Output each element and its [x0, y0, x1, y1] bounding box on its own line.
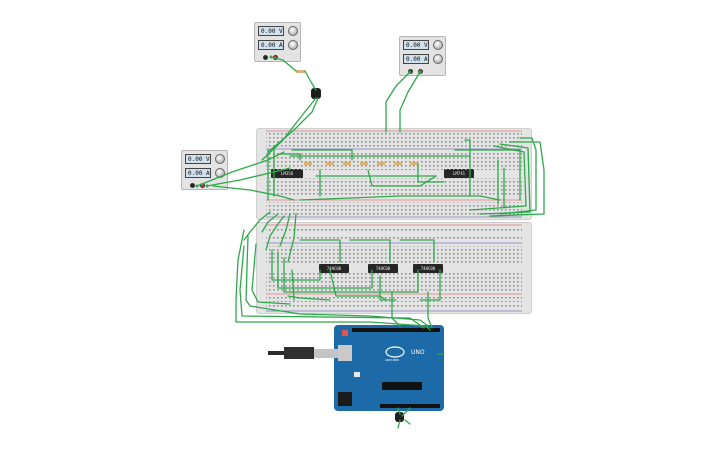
arduino-logo	[385, 346, 405, 358]
voltage-knob[interactable]	[215, 154, 225, 164]
wire-network[interactable]	[196, 56, 545, 429]
transistor-bottom[interactable]	[395, 412, 404, 422]
reset-button	[342, 330, 348, 336]
resistor-row[interactable]	[296, 70, 418, 165]
wire-endpoints	[195, 55, 422, 188]
usb-cable[interactable]	[268, 347, 338, 359]
negative-terminal[interactable]	[263, 55, 268, 60]
nand-chip-2[interactable]: 74HC00	[368, 264, 398, 273]
negative-terminal[interactable]	[190, 183, 195, 188]
usb-port	[338, 345, 352, 361]
current-display: 0.00 A	[258, 40, 284, 50]
voltage-display: 0.00 V	[403, 40, 429, 50]
crystal	[354, 372, 360, 377]
current-display: 0.00 A	[403, 54, 429, 64]
current-knob[interactable]	[288, 40, 298, 50]
arduino-details: UNO ARDUINO	[338, 328, 440, 408]
arduino-brand-text: ARDUINO	[385, 358, 400, 362]
arduino-uno-board[interactable]	[334, 325, 444, 411]
resistor-top[interactable]	[296, 70, 305, 73]
nand-chip-3[interactable]: 74HC00	[413, 264, 443, 273]
digital-header	[352, 328, 440, 332]
voltage-display: 0.00 V	[185, 154, 211, 164]
breadboard-rails	[266, 130, 522, 312]
analog-header	[380, 404, 440, 408]
current-display: 0.00 A	[185, 168, 211, 178]
breadboard-top-holes	[266, 133, 522, 215]
microcontroller	[382, 382, 422, 390]
power-supply-top-right[interactable]: 0.00 V 0.00 A	[399, 36, 446, 76]
arduino-model-text: UNO	[411, 349, 425, 356]
breadboard-bottom-holes	[266, 227, 522, 309]
voltage-knob[interactable]	[288, 26, 298, 36]
lm741-chip[interactable]: LM741	[444, 169, 474, 178]
current-knob[interactable]	[433, 54, 443, 64]
transistor-top[interactable]	[311, 88, 321, 99]
power-jack	[338, 392, 352, 406]
lm358-chip[interactable]: LM358	[271, 169, 303, 178]
voltage-display: 0.00 V	[258, 26, 284, 36]
nand-chip-1[interactable]: 74HC00	[319, 264, 349, 273]
voltage-knob[interactable]	[433, 40, 443, 50]
